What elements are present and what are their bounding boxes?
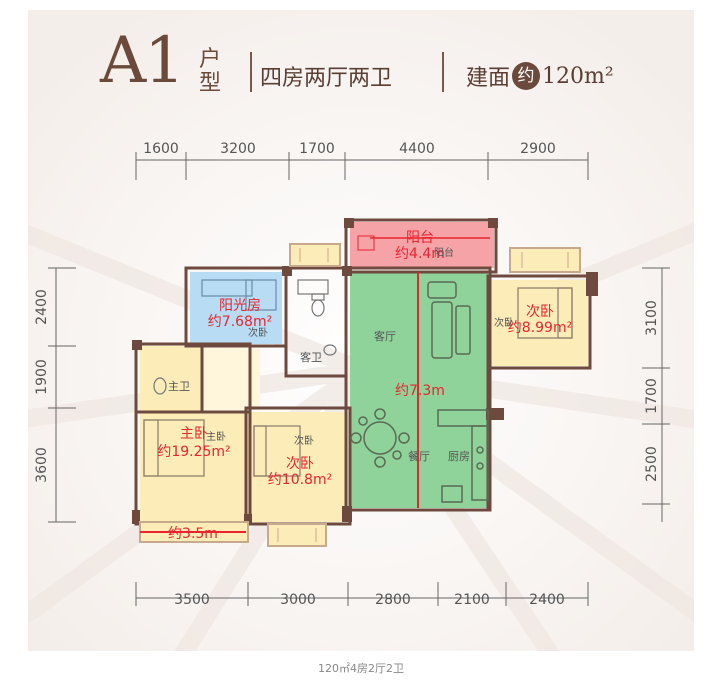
balcony-name: 阳台 [406, 230, 434, 246]
header: A1 户型 四房两厅两卫 建面 约 120m² [28, 10, 694, 120]
dimension-lines [55, 159, 663, 599]
dining-table-icon [350, 408, 410, 468]
dim-bottom-5: 2400 [529, 592, 565, 608]
dim-top-1: 1600 [143, 141, 179, 157]
area-circle-badge: 约 [512, 62, 541, 90]
master-bedroom-name: 主卧 [180, 426, 208, 442]
balcony-sub-label: 阳台 [434, 246, 454, 259]
bedroom-south-name: 次卧 [286, 456, 314, 472]
dim-top-3: 1700 [299, 141, 335, 157]
dim-top-5: 2900 [520, 141, 556, 157]
living-width: 约7.3m [395, 383, 445, 399]
dim-bottom-3: 2800 [375, 592, 411, 608]
bedroom-east-area: 约8.99m² [508, 320, 572, 336]
layout-description: 四房两厅两卫 [260, 66, 393, 91]
dimension-ticks [48, 152, 670, 606]
dim-bottom-1: 3500 [174, 592, 210, 608]
area-info: 建面 约 120m² [466, 60, 614, 92]
dim-right-3: 2500 [644, 446, 660, 482]
area-value: 120m² [542, 63, 614, 89]
bedroom-south-fill [248, 412, 348, 522]
balcony-area: 约4.4m [395, 246, 445, 262]
dim-bottom-4: 2100 [454, 592, 490, 608]
header-divider-2 [442, 52, 444, 92]
dim-left-3: 3600 [34, 447, 50, 483]
floor-plan: 1600 3200 1700 4400 2900 3500 3000 2800 … [34, 141, 670, 608]
dim-top-4: 4400 [399, 141, 435, 157]
sunroom-furniture-icon [201, 279, 277, 311]
sunroom-name: 阳光房 [219, 298, 261, 314]
dim-left-2: 1900 [34, 359, 50, 395]
guest-bath-label: 客卫 [300, 350, 322, 364]
master-bath-label: 主卫 [168, 380, 190, 393]
kitchen-label: 厨房 [448, 450, 470, 463]
sofa-icon [427, 281, 471, 359]
dining-label: 餐厅 [408, 449, 430, 463]
bedroom-east-sub-label: 次卧 [494, 316, 514, 329]
bedroom-east-name: 次卧 [526, 304, 554, 320]
master-bedroom-sub-label: 主卧 [206, 430, 226, 443]
dim-right-2: 1700 [644, 378, 660, 414]
model-suffix: 户型 [198, 47, 221, 96]
toilet-icon [153, 279, 337, 395]
model-name: A1 [100, 24, 185, 98]
bedroom-south-sub-label: 次卧 [294, 434, 314, 447]
area-prefix: 建面 [466, 66, 511, 91]
header-divider-1 [250, 52, 252, 92]
kitchen-counter-icon [437, 409, 489, 503]
image-caption: 120㎡4房2厅2卫 [318, 662, 404, 675]
master-bedroom-area: 约19.25m² [157, 444, 230, 460]
living-label: 客厅 [374, 329, 396, 343]
sunroom-fill [190, 272, 282, 344]
bedroom-south-area: 约10.8m² [268, 472, 332, 488]
master-bath-fill [140, 346, 202, 412]
dim-bottom-2: 3000 [280, 592, 316, 608]
wall-corners [132, 218, 598, 524]
window-marks [277, 248, 569, 542]
bed-icon [143, 287, 573, 477]
dim-right-1: 3100 [644, 300, 660, 336]
sunroom-sub-label: 次卧 [248, 326, 268, 339]
dim-top-2: 3200 [220, 141, 256, 157]
dim-left-1: 2400 [34, 289, 50, 325]
balcony-door [357, 235, 375, 251]
floorplan-panel: A1 户型 四房两厅两卫 建面 约 120m² [28, 10, 694, 651]
window-width: 约3.5m [168, 526, 218, 542]
sunroom-area: 约7.68m² [208, 314, 272, 330]
